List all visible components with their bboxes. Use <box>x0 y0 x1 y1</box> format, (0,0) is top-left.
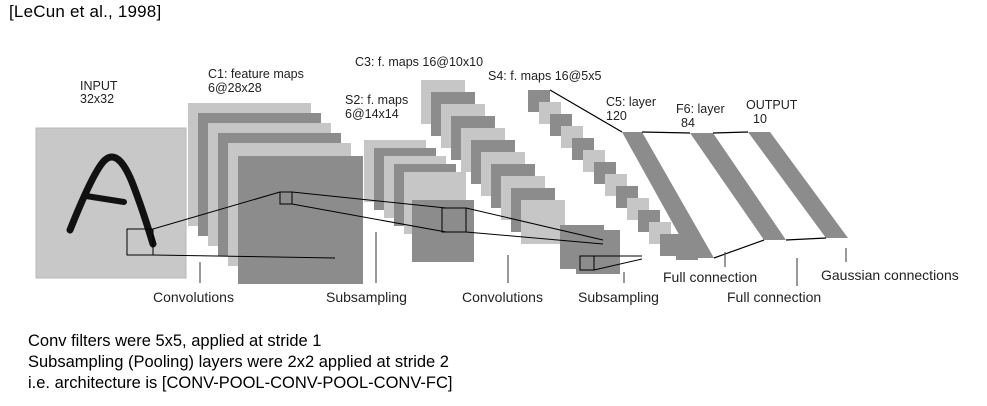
connection-line <box>549 89 623 133</box>
s2-label-line2: 6@14x14 <box>345 107 399 121</box>
op-label-sub1: Subsampling <box>326 289 407 305</box>
handwritten-letter-a-crossbar <box>83 193 127 205</box>
output-band <box>748 132 848 238</box>
lenet5-architecture-diagram: INPUT 32x32 C1: feature maps 6@28x28 S2:… <box>35 55 959 305</box>
s2-feature-maps: S2: f. maps 6@14x14 <box>345 93 474 262</box>
f6-band <box>690 133 786 240</box>
handwritten-letter-a <box>66 153 157 248</box>
connection-line <box>712 131 749 134</box>
op-label-conv1: Convolutions <box>153 289 234 305</box>
input-label-line2: 32x32 <box>80 92 114 106</box>
op-label-sub2: Subsampling <box>578 289 659 305</box>
c1-feature-maps: C1: feature maps 6@28x28 <box>188 67 363 284</box>
s2-receptive-field <box>441 207 467 233</box>
note-line: i.e. architecture is [CONV-POOL-CONV-POO… <box>28 374 453 392</box>
input-plane <box>35 127 187 279</box>
citation: [LeCun et al., 1998] <box>9 2 162 21</box>
note-line: Conv filters were 5x5, applied at stride… <box>28 332 322 350</box>
c3-map <box>576 230 620 274</box>
c5-band <box>622 132 714 258</box>
c3-map <box>521 200 565 244</box>
input-receptive-field <box>126 228 154 256</box>
projection-lines <box>152 191 643 271</box>
operation-ticks <box>199 232 847 286</box>
op-label-conv2: Convolutions <box>462 289 543 305</box>
notes: Conv filters were 5x5, applied at stride… <box>28 331 453 394</box>
c1-label-line2: 6@28x28 <box>208 81 262 95</box>
c1-label-line1: C1: feature maps <box>208 67 304 81</box>
s2-label-line1: S2: f. maps <box>345 93 408 107</box>
s4-label: S4: f. maps 16@5x5 <box>488 69 601 83</box>
s4-feature-maps: S4: f. maps 16@5x5 <box>488 69 698 260</box>
c3-receptive-field <box>579 255 595 271</box>
note-line: Subsampling (Pooling) layers were 2x2 ap… <box>28 353 449 371</box>
output-label-line1: OUTPUT <box>746 98 798 112</box>
op-label-full1: Full connection <box>663 269 757 285</box>
c1-receptive-field <box>279 191 293 205</box>
c5-label-line2: 120 <box>606 109 627 123</box>
connection-line <box>713 239 765 259</box>
fully-connected-layers: C5: layer 120 F6: layer 84 OUTPUT 10 <box>549 89 848 259</box>
input-layer: INPUT 32x32 <box>35 79 187 279</box>
op-label-full2: Full connection <box>727 289 821 305</box>
c3-feature-maps: C3: f. maps 16@10x10 <box>355 55 620 274</box>
c5-label-line1: C5: layer <box>606 95 656 109</box>
op-label-gaussian: Gaussian connections <box>821 267 959 283</box>
f6-label-line2: 84 <box>681 116 695 130</box>
c1-map <box>238 156 363 284</box>
connection-line <box>641 131 691 134</box>
c3-label: C3: f. maps 16@10x10 <box>355 55 483 69</box>
f6-label-line1: F6: layer <box>676 102 725 116</box>
connection-line <box>785 237 827 241</box>
operation-labels: Convolutions Subsampling Convolutions Su… <box>153 267 959 305</box>
output-label-line2: 10 <box>753 112 767 126</box>
input-label-line1: INPUT <box>80 79 118 93</box>
